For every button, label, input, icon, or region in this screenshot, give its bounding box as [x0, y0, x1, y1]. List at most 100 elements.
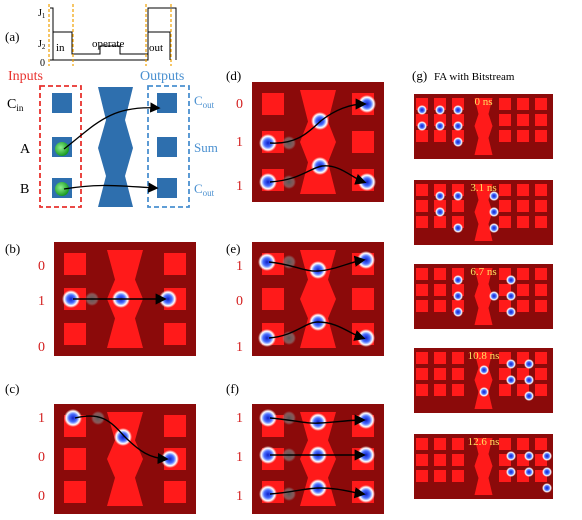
b-label: B: [20, 182, 29, 197]
frame-pad: [535, 184, 547, 196]
skyrmion-a: [55, 142, 69, 156]
frame-pad: [517, 114, 529, 126]
frame-pad: [499, 200, 511, 212]
frame-skyrmion: [489, 191, 499, 201]
output-pad: [164, 415, 186, 437]
skyrmion-trail: [282, 255, 296, 269]
frame-skyrmion: [417, 105, 427, 115]
frame-pad: [434, 216, 446, 228]
frame-pad: [434, 368, 446, 380]
cout-bottom-label: Cout: [194, 181, 215, 198]
bitstream-frame: 12.6 ns: [414, 434, 553, 499]
frame-skyrmion: [542, 451, 552, 461]
panel-label-a: (a): [5, 29, 19, 44]
inputs-box: [39, 85, 82, 208]
panel-label-c: (c): [5, 381, 19, 396]
skyrmion-trail: [91, 411, 105, 425]
frame-skyrmion: [524, 359, 534, 369]
frame-pad: [452, 438, 464, 450]
case-b-bit-1: 0: [38, 259, 45, 274]
frame-skyrmion: [479, 387, 489, 397]
frame-pad: [517, 284, 529, 296]
frame-pad: [517, 184, 529, 196]
skyrmion: [309, 413, 327, 431]
bitstream-frame: 3.1 ns: [414, 180, 553, 245]
frame-pad: [517, 438, 529, 450]
output-pad: [352, 288, 374, 310]
frame-pad: [499, 114, 511, 126]
frame-skyrmion: [453, 307, 463, 317]
frame-pad: [416, 200, 428, 212]
frame-pad: [517, 200, 529, 212]
frame-pad: [434, 130, 446, 142]
panel-label-g: (g): [412, 68, 427, 83]
cin-pad: [52, 93, 72, 113]
frame-skyrmion: [489, 291, 499, 301]
skyrmion: [259, 485, 277, 503]
output-pad: [164, 481, 186, 503]
timing-in-label: in: [56, 42, 65, 54]
case-d-bit-3: 1: [236, 179, 243, 194]
frame-time-label: 6.7 ns: [470, 266, 496, 278]
frame-pad: [535, 352, 547, 364]
skyrmion: [259, 409, 277, 427]
frame-channel: [474, 438, 493, 495]
case-e-bit-2: 0: [236, 294, 243, 309]
frame-pad: [499, 184, 511, 196]
input-pad: [64, 481, 86, 503]
frame-pad: [535, 114, 547, 126]
trajectory-arrow: [269, 98, 367, 144]
frame-pad: [434, 284, 446, 296]
sum-label: Sum: [194, 140, 218, 155]
frame-pad: [434, 352, 446, 364]
skyrmion: [258, 253, 276, 271]
frame-skyrmion: [506, 275, 516, 285]
skyrmion: [358, 173, 376, 191]
frame-skyrmion: [524, 451, 534, 461]
frame-pad: [434, 470, 446, 482]
input-pad: [64, 448, 86, 470]
frame-pad: [434, 438, 446, 450]
cout-top-pad: [157, 93, 177, 113]
skyrmion-b: [55, 182, 69, 196]
trajectory-arrow: [74, 415, 169, 465]
frame-pad: [434, 454, 446, 466]
frame-pad: [452, 368, 464, 380]
carry-arrow: [63, 102, 161, 150]
cout-top-label: Cout: [194, 93, 215, 110]
frame-pad: [452, 384, 464, 396]
a-label: A: [20, 142, 31, 157]
bitstream-frame: 10.8 ns: [414, 348, 553, 413]
frame-pad: [452, 470, 464, 482]
skyrmion-trail: [282, 136, 296, 150]
trajectory-arrow: [269, 487, 366, 499]
skyrmion: [259, 134, 277, 152]
frame-pad: [535, 200, 547, 212]
central-channel: [107, 412, 143, 506]
frame-channel: [474, 268, 493, 325]
frame-skyrmion: [453, 223, 463, 233]
case-f-bit-3: 1: [236, 489, 243, 504]
cin-label: Cin: [7, 97, 24, 113]
skyrmion-trail: [282, 411, 296, 425]
frame-pad: [416, 130, 428, 142]
skyrmion: [114, 428, 132, 446]
skyrmion: [259, 446, 277, 464]
timing-out-label: out: [149, 42, 163, 54]
frame-skyrmion: [524, 467, 534, 477]
frame-skyrmion: [453, 121, 463, 131]
central-channel: [300, 90, 336, 194]
frame-pad: [517, 130, 529, 142]
input-pad: [262, 288, 284, 310]
frame-skyrmion: [453, 137, 463, 147]
frame-pad: [416, 454, 428, 466]
skyrmion: [64, 409, 82, 427]
sim-panel-b: [54, 242, 196, 356]
frame-time-label: 10.8 ns: [468, 350, 500, 362]
frame-pad: [416, 284, 428, 296]
bitstream-title: FA with Bitstream: [434, 71, 515, 83]
frame-skyrmion: [542, 483, 552, 493]
skyrmion: [258, 329, 276, 347]
frame-pad: [535, 300, 547, 312]
